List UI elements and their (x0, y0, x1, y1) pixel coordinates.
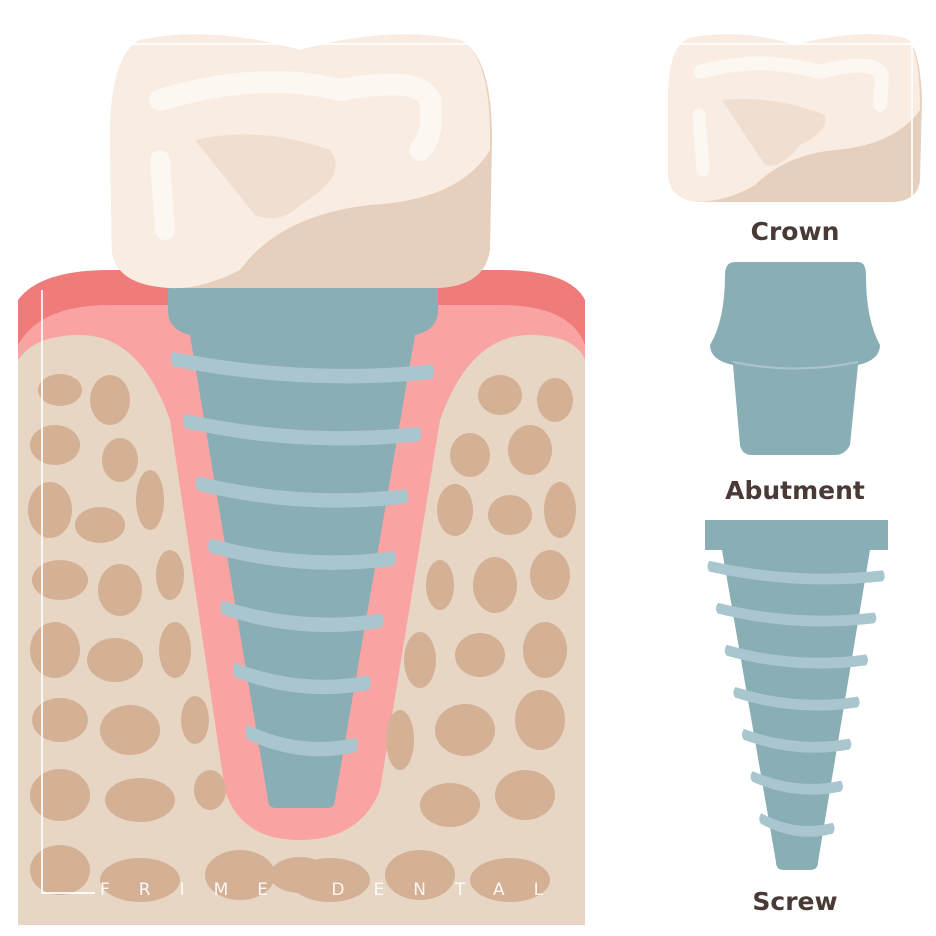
bone-cavity (437, 484, 473, 536)
implant-in-jaw (168, 285, 438, 808)
bone-cavity (435, 704, 495, 756)
abutment-component (710, 262, 880, 455)
crown-main (110, 34, 492, 289)
screw-thread (724, 644, 868, 669)
screw-thread (716, 602, 877, 627)
screw-thread (208, 538, 396, 570)
screw-label: Screw (752, 887, 838, 916)
bone-cavity (105, 778, 175, 822)
jaw-cross-section (18, 270, 585, 925)
bone-cavity (98, 564, 142, 616)
screw-thread (220, 600, 384, 632)
screw-thread (170, 351, 434, 384)
bone-cavity (530, 550, 570, 600)
frame-lines (41, 43, 913, 894)
screw-thread (759, 813, 835, 837)
screw-component (705, 520, 888, 870)
bone-cavity (28, 482, 72, 538)
screw-thread (245, 724, 358, 757)
screw-thread (707, 560, 885, 585)
bone-cavity (495, 770, 555, 820)
bone-cavity (470, 858, 550, 902)
bone-cavity (136, 470, 164, 530)
bone-cavity (159, 622, 191, 678)
screw-body (190, 335, 415, 808)
bone-cavity (420, 783, 480, 827)
screw-thread (232, 662, 371, 695)
bone-cavity (205, 850, 275, 900)
screw-thread (741, 729, 852, 753)
bone-cavity (508, 425, 552, 475)
bone-cavity (30, 769, 90, 821)
bone-cavity (100, 705, 160, 755)
bone-cavity (30, 425, 80, 465)
bone-cavity (32, 698, 88, 742)
bone-cavity (75, 507, 125, 543)
abutment-label: Abutment (725, 476, 865, 505)
bone-cavity (87, 638, 143, 682)
bone-cavity (38, 374, 82, 406)
screw-body (722, 550, 870, 870)
bone-cavity (488, 495, 532, 535)
bone-cavity (404, 632, 436, 688)
crown-label: Crown (750, 217, 840, 246)
screw-thread (195, 476, 409, 508)
watermark: FRIME DENTAL (100, 880, 573, 900)
bone-cavity (100, 858, 180, 902)
bone-cavity (270, 857, 330, 893)
bone-cavity (30, 622, 80, 678)
bone-cavity (523, 622, 567, 678)
bone-cavity (455, 633, 505, 677)
abutment-top (168, 285, 438, 335)
bone-cavity (544, 482, 576, 538)
bone-cavity (102, 438, 138, 482)
bone-cavity (90, 375, 130, 425)
bone-cavity (426, 560, 454, 610)
bone-cavity (537, 378, 573, 422)
bone-cavity (450, 433, 490, 477)
bone-cavities (28, 374, 576, 902)
bone-cavity (515, 690, 565, 750)
screw-thread (183, 414, 422, 446)
bone-cavity (32, 560, 88, 600)
bone-cavity (386, 710, 414, 770)
screw-thread (733, 686, 860, 711)
screw-thread (750, 771, 843, 795)
bone-cavity (385, 850, 455, 900)
bone-cavity (194, 770, 226, 810)
crown-component (668, 34, 922, 202)
bone-cavity (473, 557, 517, 613)
bone-cavity (478, 375, 522, 415)
bone-cavity (181, 696, 209, 744)
bone-cavity (156, 550, 184, 600)
bone-cavity (30, 845, 90, 895)
